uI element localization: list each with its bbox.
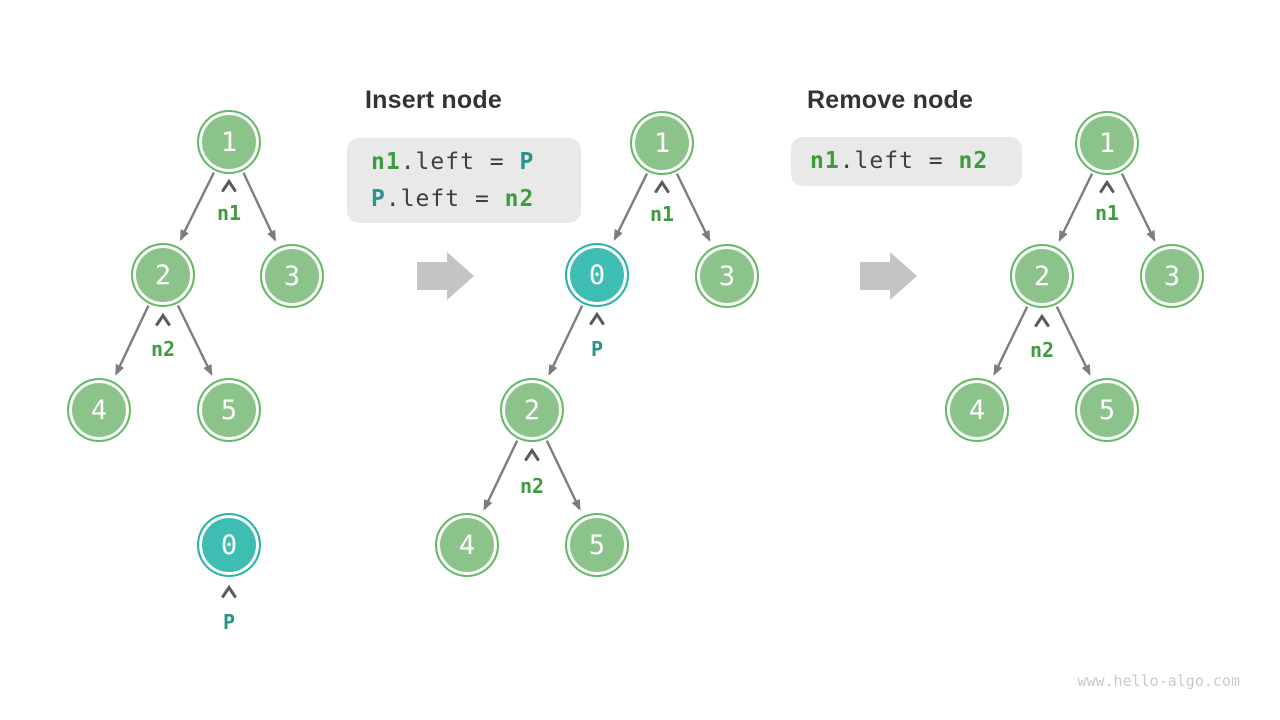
edge-arrow: [179, 171, 215, 241]
edge-arrow: [545, 440, 581, 511]
insert-node-title: Insert node: [365, 86, 502, 114]
remove-node-title: Remove node: [807, 86, 974, 114]
node-right-1: 1: [1075, 111, 1139, 175]
code-token: n1: [371, 148, 401, 175]
code-token: n1: [810, 148, 840, 174]
node-right-3: 3: [1140, 244, 1204, 308]
code-line: P.left = n2: [371, 181, 581, 218]
edge-arrow: [1058, 173, 1094, 242]
code-token: P: [371, 185, 386, 212]
node-left-3: 3: [260, 244, 324, 308]
pointer-label-p: P: [590, 337, 604, 361]
node-middle-4: 4: [435, 513, 499, 577]
node-right-2: 2: [1010, 244, 1074, 308]
transition-arrow-icon: [417, 252, 474, 300]
node-middle-5: 5: [565, 513, 629, 577]
pointer-caret-icon: [654, 179, 670, 193]
pointer-label-n2: n2: [1029, 338, 1055, 362]
pointer-label-n2: n2: [519, 474, 545, 498]
pointer-caret-icon: [524, 447, 540, 461]
code-line: n1.left = n2: [810, 143, 1022, 180]
node-right-4: 4: [945, 378, 1009, 442]
pointer-label-p: P: [222, 610, 236, 634]
node-left-0-detached: 0: [197, 513, 261, 577]
transition-arrow-icon: [860, 252, 917, 300]
node-middle-0: 0: [565, 243, 629, 307]
node-left-5: 5: [197, 378, 261, 442]
pointer-caret-icon: [221, 584, 237, 598]
edge-arrow: [675, 173, 711, 242]
edge-arrow: [242, 172, 277, 242]
pointer-label-n1: n1: [1094, 201, 1120, 225]
code-token: n2: [958, 148, 989, 174]
code-token: n2: [504, 185, 535, 212]
pointer-label-n1: n1: [649, 202, 675, 226]
node-middle-3: 3: [695, 244, 759, 308]
edge-arrow: [1055, 306, 1091, 376]
pointer-caret-icon: [1034, 313, 1050, 327]
edge-arrow: [613, 172, 649, 241]
edge-arrow: [483, 440, 519, 511]
remove-code-box: n1.left = n2: [791, 137, 1022, 186]
node-middle-2: 2: [500, 378, 564, 442]
pointer-caret-icon: [589, 311, 605, 325]
watermark: www.hello-algo.com: [1077, 672, 1240, 690]
node-left-1: 1: [197, 110, 261, 174]
node-right-5: 5: [1075, 378, 1139, 442]
code-token: .left =: [839, 148, 959, 174]
edge-arrow: [115, 305, 150, 376]
pointer-caret-icon: [1099, 179, 1115, 193]
edge-arrow: [548, 305, 584, 376]
insert-code-box: n1.left = P P.left = n2: [347, 138, 581, 223]
code-token: .left =: [385, 185, 505, 212]
node-left-4: 4: [67, 378, 131, 442]
code-token: P: [519, 148, 535, 175]
node-middle-1: 1: [630, 111, 694, 175]
node-left-2: 2: [131, 243, 195, 307]
edge-arrow: [993, 306, 1029, 376]
pointer-caret-icon: [221, 178, 237, 192]
code-line: n1.left = P: [371, 144, 581, 181]
edge-arrow: [176, 304, 213, 376]
edge-arrow: [1120, 173, 1156, 242]
pointer-caret-icon: [155, 312, 171, 326]
pointer-label-n2: n2: [150, 337, 176, 361]
code-token: .left =: [400, 148, 520, 175]
pointer-label-n1: n1: [216, 201, 242, 225]
